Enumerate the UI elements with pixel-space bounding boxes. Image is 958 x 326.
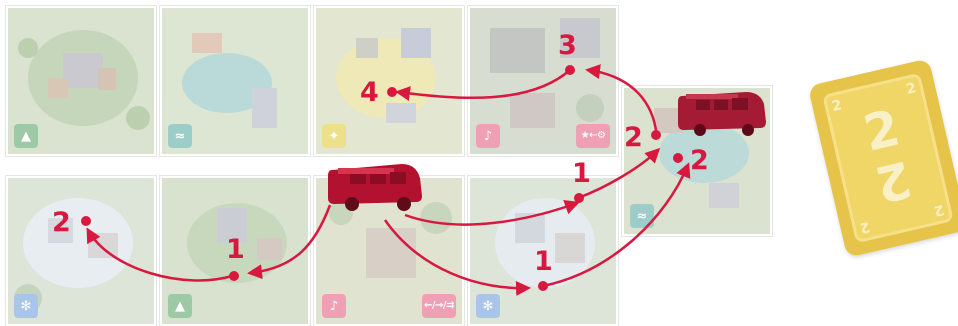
lake-tile[interactable]: ≈ [160, 6, 310, 156]
route-bottom1-to-lake [542, 162, 691, 288]
waves-icon: ≈ [168, 124, 192, 148]
bonus-score-icon: ★⇠⚙ [576, 124, 610, 148]
node-3 [565, 65, 575, 75]
route-number-1-top: 1 [572, 158, 591, 189]
route-start-to-bottom1 [383, 219, 531, 296]
route-number-4: 4 [360, 77, 379, 108]
node-1-forest [229, 271, 239, 281]
node-1-top [574, 193, 584, 203]
tree-icon: ▲ [168, 294, 192, 318]
wheat-village-tile[interactable]: ✦ [314, 6, 464, 156]
red-van-lake[interactable] [674, 86, 770, 140]
route-3-to-4 [395, 69, 571, 101]
music-note-icon: ♪ [476, 124, 500, 148]
snow-village-tile[interactable]: ✻ [6, 176, 156, 326]
forest-church-art [162, 178, 308, 324]
node-2-left [81, 216, 91, 226]
node-1-bottom [538, 281, 548, 291]
snow-town-art [470, 178, 616, 324]
node-2-a [651, 130, 661, 140]
red-van-start[interactable] [324, 158, 428, 216]
forest-city-tile[interactable]: ▲ [6, 6, 156, 156]
route-start-to-forest [247, 204, 332, 280]
route-number-2-left: 2 [52, 207, 71, 238]
direction-arrows-icon: ←/→/⇉ [422, 294, 456, 318]
card-corner-bottom-left: 2 [858, 218, 872, 236]
route-number-1-forest: 1 [226, 234, 245, 265]
route-top1-to-lake [577, 147, 661, 200]
snow-village-art [8, 178, 154, 324]
snow-town-tile[interactable]: ✻ [468, 176, 618, 326]
node-4 [387, 87, 397, 97]
music-town-tile[interactable]: ♪ ★⇠⚙ [468, 6, 618, 156]
route-number-1-bottom: 1 [534, 246, 553, 277]
movement-card-face: 2 2 2 2 2 2 [822, 72, 954, 244]
waves-icon: ≈ [630, 204, 654, 228]
snowflake-icon: ✻ [476, 294, 500, 318]
wheat-icon: ✦ [322, 124, 346, 148]
wheat-village-art [316, 8, 462, 154]
card-corner-bottom-right: 2 [932, 200, 946, 219]
route-number-2-b: 2 [690, 145, 709, 176]
route-forest-to-snow [86, 227, 233, 282]
forest-church-tile[interactable]: ▲ [160, 176, 310, 326]
route-start-to-top1 [404, 200, 580, 226]
snowflake-icon: ✻ [14, 294, 38, 318]
card-corner-top-left: 2 [830, 97, 844, 116]
route-number-2-a: 2 [624, 122, 643, 153]
music-note-icon: ♪ [322, 294, 346, 318]
tree-icon: ▲ [14, 124, 38, 148]
route-lake-to-3 [585, 64, 658, 131]
route-number-3: 3 [558, 30, 577, 61]
node-2-b [673, 153, 683, 163]
card-corner-top-right: 2 [904, 80, 918, 98]
